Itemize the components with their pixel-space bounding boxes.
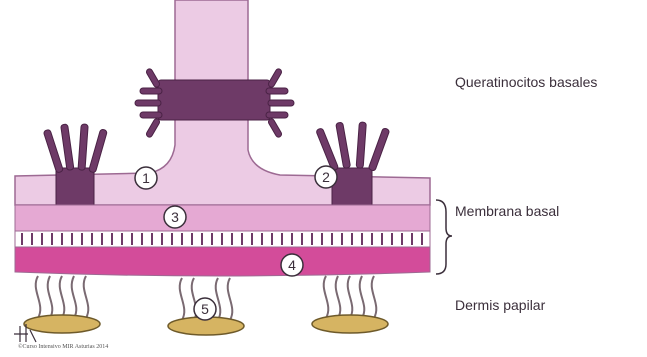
marker-1: 1 — [135, 167, 157, 189]
svg-text:2: 2 — [322, 169, 330, 185]
marker-4: 4 — [281, 254, 303, 276]
lamina-densa — [15, 247, 430, 276]
membrana-basal-brace — [436, 200, 452, 274]
svg-text:3: 3 — [171, 209, 179, 225]
marker-5: 5 — [194, 298, 216, 320]
svg-text:5: 5 — [201, 301, 209, 317]
marker-2: 2 — [315, 166, 337, 188]
anchoring-filaments — [22, 233, 422, 245]
lamina-lucida — [15, 205, 430, 231]
label-dermis-papilar: Dermis papilar — [455, 297, 545, 313]
label-queratinocitos-basales: Queratinocitos basales — [455, 74, 597, 90]
svg-text:4: 4 — [288, 257, 296, 273]
copyright-text: ©Curso Intensivo MIR Asturias 2014 — [18, 344, 108, 350]
marker-3: 3 — [164, 206, 186, 228]
label-membrana-basal: Membrana basal — [455, 203, 559, 219]
svg-text:1: 1 — [142, 170, 150, 186]
